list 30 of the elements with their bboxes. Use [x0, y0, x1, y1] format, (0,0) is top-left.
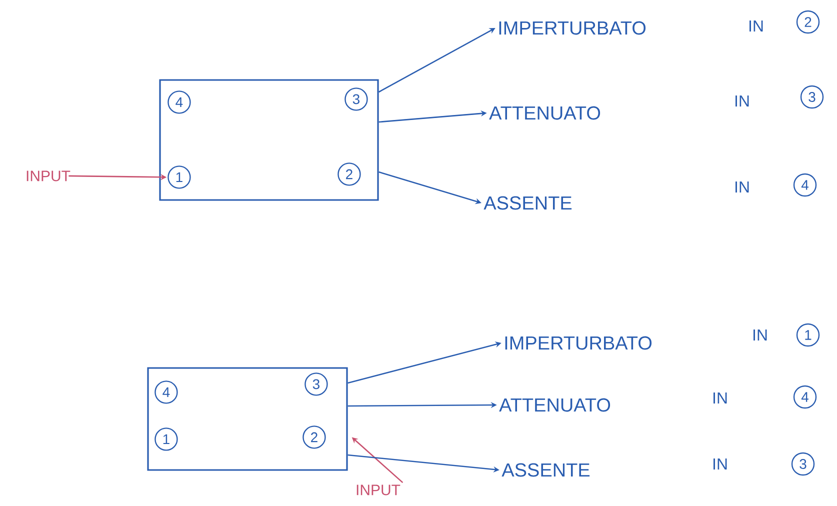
port-number: 3: [800, 85, 824, 109]
port-number: 1: [154, 428, 178, 451]
port-number: 1: [168, 166, 191, 189]
port-number: 3: [344, 88, 368, 111]
in-label: IN: [713, 392, 727, 404]
port-box: [147, 367, 348, 471]
input-label: INPUT: [26, 170, 70, 182]
output-label: ATTENUATO: [489, 106, 600, 120]
port-number: 4: [168, 90, 191, 114]
in-label: IN: [713, 458, 727, 470]
port-number: 4: [793, 173, 817, 197]
port-box: [159, 79, 379, 201]
in-label: IN: [749, 20, 763, 32]
in-label: IN: [735, 182, 749, 192]
port-number: 3: [791, 452, 815, 476]
port-number: 2: [302, 426, 326, 449]
port-number: 3: [304, 372, 328, 396]
output-label: IMPERTURBATO: [505, 336, 652, 350]
in-label: IN: [735, 96, 749, 106]
port-number: 2: [338, 162, 361, 186]
port-number: 4: [793, 385, 817, 409]
in-label: IN: [753, 330, 767, 340]
output-label: IMPERTURBATO: [499, 21, 646, 35]
input-label: INPUT: [356, 484, 400, 496]
port-number: 4: [154, 380, 178, 404]
port-number: 1: [796, 323, 820, 347]
output-label: ATTENUATO: [499, 398, 610, 412]
output-label: ASSENTE: [484, 196, 572, 210]
output-label: ASSENTE: [502, 463, 590, 477]
port-number: 2: [796, 10, 820, 34]
